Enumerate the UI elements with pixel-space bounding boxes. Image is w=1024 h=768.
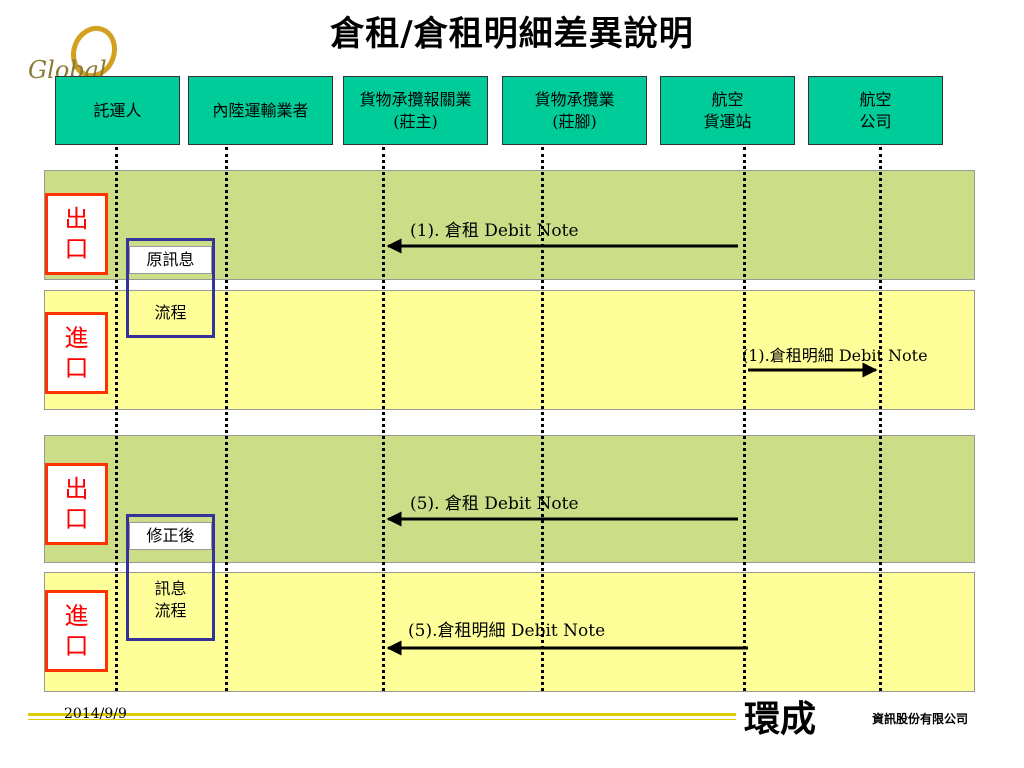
footer-rule (28, 713, 736, 716)
brand-name: 環成 (744, 698, 817, 740)
participant-label: 託運人 (93, 100, 142, 120)
lifeline-forwarder (541, 147, 544, 691)
message-label: (1).倉租明細 Debit Note (742, 346, 928, 365)
lifeline-forwarder-broker (382, 147, 385, 691)
footer-rule (28, 719, 736, 720)
tag-char: 出 (64, 475, 89, 503)
participant-forwarder: 貨物承攬業 (莊腳) (502, 76, 647, 145)
group-original-flow (126, 238, 215, 338)
tag-char: 進 (64, 602, 89, 630)
message-label: (1). 倉租 Debit Note (410, 221, 579, 241)
participant-label: 航空 貨運站 (703, 89, 752, 131)
brand-subtitle: 資訊股份有限公司 (872, 712, 969, 726)
group-label: 流程 (154, 303, 187, 322)
tag-char: 進 (64, 324, 89, 352)
tag-import: 進 口 (45, 312, 108, 394)
group-label: 訊息 流程 (154, 579, 187, 620)
tag-char: 出 (64, 205, 89, 233)
page-title: 倉租/倉租明細差異說明 (330, 14, 694, 54)
message-label: (5).倉租明細 Debit Note (408, 621, 606, 641)
tag-char: 口 (64, 505, 89, 533)
participant-cargo-terminal: 航空 貨運站 (660, 76, 795, 145)
footer-date: 2014/9/9 (64, 706, 127, 722)
participant-forwarder-broker: 貨物承攬報關業 (莊主) (343, 76, 488, 145)
tag-export: 出 口 (45, 193, 108, 275)
participant-label: 內陸運輸業者 (212, 100, 309, 120)
group-label: 修正後 (129, 522, 212, 550)
band-import-revised (44, 572, 975, 692)
message-label: (5). 倉租 Debit Note (410, 494, 579, 514)
participant-shipper: 託運人 (55, 76, 180, 145)
lifeline-cargo-terminal (743, 147, 746, 691)
participant-label: 貨物承攬報關業 (莊主) (359, 89, 472, 131)
participant-inland-carrier: 內陸運輸業者 (188, 76, 333, 145)
tag-export: 出 口 (45, 463, 108, 545)
participant-label: 航空 公司 (859, 89, 892, 131)
lifeline-inland-carrier (225, 147, 228, 691)
lifeline-shipper (115, 147, 118, 691)
group-revised-flow (126, 514, 215, 641)
participant-label: 貨物承攬業 (莊腳) (534, 89, 615, 131)
tag-import: 進 口 (45, 590, 108, 672)
band-import-original (44, 290, 975, 410)
tag-char: 口 (64, 632, 89, 660)
lifeline-airline (879, 147, 882, 691)
tag-char: 口 (64, 235, 89, 263)
tag-char: 口 (64, 354, 89, 382)
participant-airline: 航空 公司 (808, 76, 943, 145)
group-label: 原訊息 (129, 246, 212, 274)
